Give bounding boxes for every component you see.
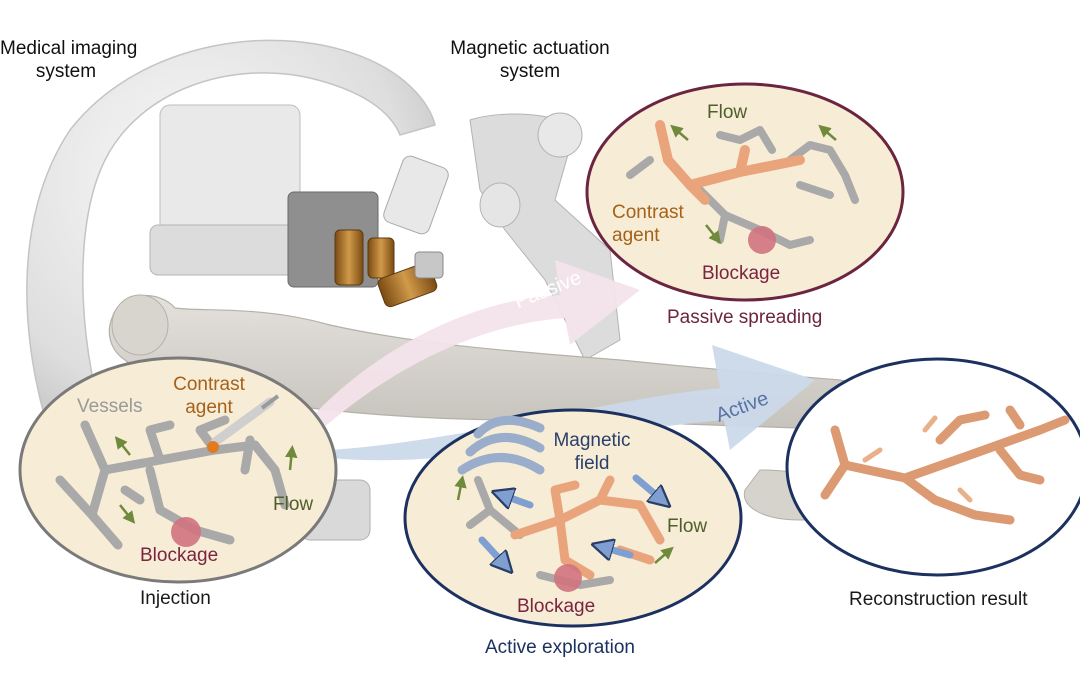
active-panel <box>403 408 743 628</box>
active-flow-label: Flow <box>667 516 708 537</box>
magnetic-field-line2: field <box>574 452 610 474</box>
injection-blockage-label: Blockage <box>140 545 219 566</box>
passive-flow-label: Flow <box>707 102 748 123</box>
passive-arrow <box>300 260 640 440</box>
imaging-system-label-line2: system <box>35 60 97 82</box>
imaging-system-label-line1: Medical imaging <box>0 38 138 59</box>
vessels-label: Vessels <box>77 396 143 417</box>
actuation-system-label-line2: system <box>499 60 561 82</box>
active-caption: Active exploration <box>485 637 635 658</box>
injection-flow-label: Flow <box>273 494 314 515</box>
actuation-system-label-line1: Magnetic actuation <box>450 38 610 59</box>
passive-panel <box>585 82 905 302</box>
injection-contrast-line2: agent <box>185 396 233 418</box>
injection-contrast-line1: Contrast <box>173 374 245 395</box>
injection-caption: Injection <box>140 588 211 609</box>
magnetic-field-line1: Magnetic <box>553 430 631 451</box>
reconstruction-panel <box>785 357 1080 577</box>
active-blockage-label: Blockage <box>517 596 596 617</box>
passive-contrast-line2: agent <box>612 224 660 246</box>
passive-contrast-label: Contrast agent <box>612 202 684 248</box>
injection-panel <box>18 356 338 584</box>
injection-contrast-label: Contrast agent <box>164 374 254 420</box>
actuation-system-label: Magnetic actuation system <box>432 38 628 84</box>
passive-contrast-line1: Contrast <box>612 202 684 223</box>
magnetic-field-label: Magnetic field <box>552 430 632 476</box>
passive-blockage-label: Blockage <box>702 263 781 284</box>
imaging-system-label: Medical imaging system <box>0 38 138 84</box>
passive-caption: Passive spreading <box>667 307 823 328</box>
reconstruction-caption: Reconstruction result <box>849 589 1028 610</box>
